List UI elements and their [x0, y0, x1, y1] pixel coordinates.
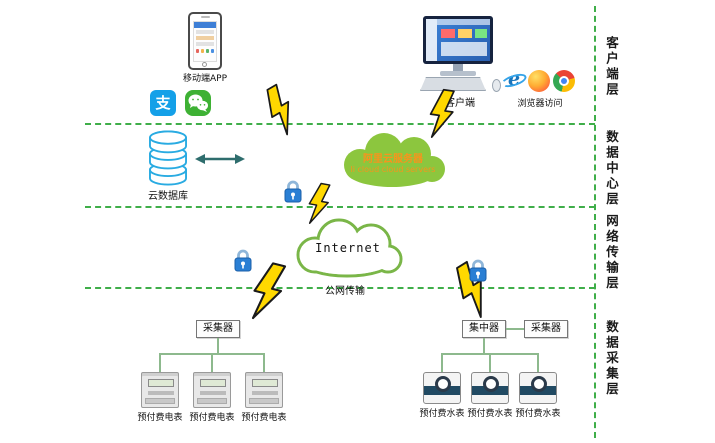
security-lock-icon [284, 180, 302, 203]
electric-meter-icon [141, 372, 179, 408]
internet-cloud-shape [296, 218, 403, 278]
water-meter-icon [519, 372, 557, 404]
connection-line [506, 328, 524, 330]
connection-line [441, 354, 443, 372]
concentrator-box: 集中器 [462, 320, 506, 338]
electric-meter-icon [193, 372, 231, 408]
monitor-screen [423, 16, 493, 64]
water-meter-label: 预付费水表 [419, 409, 465, 419]
electric-meter-label: 预付费电表 [241, 413, 287, 423]
layer-label-network: 网络传输层 [604, 214, 619, 292]
water-meter-icon [471, 372, 509, 404]
client-pc-label: 客户端 [445, 98, 475, 109]
desktop-monitor-icon [422, 16, 494, 76]
firefox-browser-icon [528, 70, 550, 92]
water-meter-icon [423, 372, 461, 404]
ie-browser-icon: e [499, 68, 529, 92]
monitor-stand [453, 64, 463, 71]
layer-label-acquisition: 数据采集层 [604, 320, 619, 398]
electric-meter-label: 预付费电表 [189, 413, 235, 423]
browser-access-label: 浏览器访问 [517, 99, 563, 109]
lightning-bolt-pc-to-cloud [426, 87, 457, 141]
collector-left-box: 采集器 [196, 320, 240, 338]
alipay-icon: 支 [150, 90, 176, 116]
connection-line [263, 354, 265, 372]
mouse-icon [492, 79, 501, 92]
layer-divider-2 [85, 206, 595, 208]
connection-line [159, 354, 161, 372]
chrome-browser-icon [553, 70, 575, 92]
connection-line [217, 338, 219, 354]
security-lock-icon [469, 259, 487, 282]
cloud-db-label: 云数据库 [148, 191, 188, 202]
connection-line [489, 354, 491, 372]
layer-label-client: 客户端层 [604, 36, 619, 98]
mobile-phone-icon [188, 12, 222, 70]
layer-divider-3 [85, 287, 595, 289]
phone-home-button [202, 62, 207, 67]
electric-meter-label: 预付费电表 [137, 413, 183, 423]
connection-line [211, 354, 213, 372]
ali-cloud-server: 阿里云服务器 li cloud cloud servers [330, 125, 456, 191]
lightning-bolt-phone-to-cloud [258, 82, 304, 138]
ali-cloud-shape [344, 133, 445, 187]
ali-cloud-title: 阿里云服务器 [363, 154, 423, 165]
mobile-app-label: 移动端APP [182, 74, 227, 84]
water-meter-label: 预付费水表 [515, 409, 561, 419]
layer-divider-1 [85, 123, 595, 125]
phone-speaker [201, 16, 210, 18]
collector-right-box: 采集器 [524, 320, 568, 338]
layer-divider-vertical [594, 6, 596, 438]
public-network-label: 公网传输 [325, 286, 365, 297]
layer-label-datacenter: 数据中心层 [604, 130, 619, 208]
electric-meter-icon [245, 372, 283, 408]
connection-line [483, 338, 485, 354]
internet-cloud: Internet [283, 211, 413, 283]
double-arrow-icon [194, 151, 246, 167]
wechat-icon [185, 90, 211, 116]
phone-screen [193, 21, 217, 62]
connection-line [537, 354, 539, 372]
security-lock-icon [234, 249, 252, 272]
monitor-base [440, 71, 476, 76]
internet-label: Internet [315, 241, 381, 255]
cloud-database-icon [146, 130, 190, 186]
water-meter-label: 预付费水表 [467, 409, 513, 419]
ali-cloud-subtitle: li cloud cloud servers [350, 165, 436, 174]
